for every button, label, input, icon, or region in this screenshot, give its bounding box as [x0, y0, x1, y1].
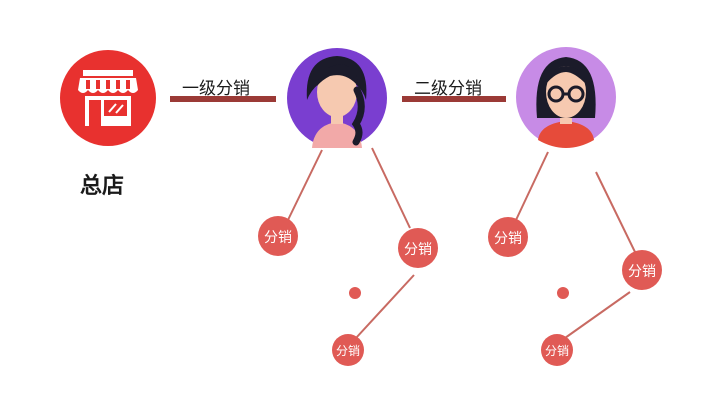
distribution-node: 分销	[398, 228, 438, 268]
distribution-node: 分销	[622, 250, 662, 290]
distribution-node: 分销	[488, 217, 528, 257]
distribution-node-label: 分销	[494, 231, 522, 247]
distribution-node: 分销	[258, 216, 298, 256]
distribution-node-label: 分销	[336, 344, 360, 358]
woman-glasses-avatar-icon	[536, 57, 596, 148]
branch-line	[564, 291, 631, 339]
distributor-woman-glasses	[516, 47, 616, 148]
headquarters-node	[60, 50, 156, 146]
woman-braid-avatar-icon	[306, 56, 367, 148]
distribution-node: 分销	[332, 334, 364, 366]
distributor-woman-purple	[287, 48, 387, 148]
level1-distribution-label: 一级分销	[182, 79, 250, 99]
branch-line	[286, 149, 323, 223]
branch-lines	[286, 147, 637, 339]
small-dot	[349, 287, 361, 299]
distribution-node-label: 分销	[628, 264, 656, 280]
distribution-node-label: 分销	[264, 230, 292, 246]
distribution-node-label: 分销	[545, 344, 569, 358]
branch-line	[371, 147, 411, 229]
headquarters-label: 总店	[80, 174, 125, 199]
distribution-node: 分销	[541, 334, 573, 366]
branch-line	[355, 274, 415, 339]
storefront-icon	[78, 70, 138, 126]
distribution-node-label: 分销	[404, 242, 432, 258]
branch-line	[515, 151, 549, 221]
level2-distribution-label: 二级分销	[414, 79, 482, 99]
small-dot	[557, 287, 569, 299]
branch-line	[595, 171, 637, 255]
